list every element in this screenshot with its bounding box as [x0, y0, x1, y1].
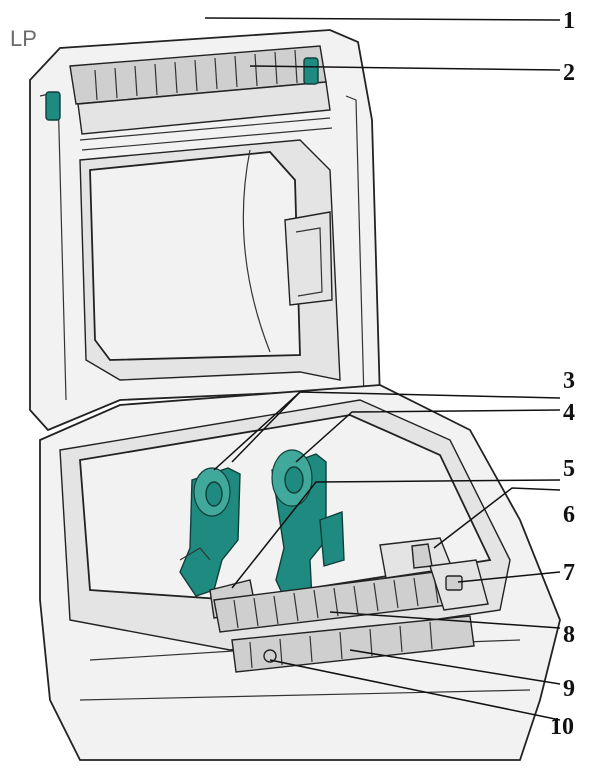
pointer-7: [457, 571, 561, 583]
callout-2: 2: [563, 60, 575, 86]
tear-bar: [231, 615, 475, 673]
callout-3: 3: [563, 368, 575, 394]
pointer-4: [295, 409, 561, 463]
callout-7: 7: [563, 560, 575, 586]
print-head-ribs: [94, 49, 298, 101]
pointer-9: [349, 649, 561, 685]
pointer-lines: [204, 17, 561, 721]
callout-8: 8: [563, 622, 575, 648]
pointer-1: [204, 17, 561, 21]
callout-6: 6: [563, 502, 575, 528]
callout-10: 10: [550, 714, 574, 740]
pointer-5: [231, 479, 561, 589]
pointer-10: [269, 659, 561, 721]
tear-bar-teeth: [249, 621, 433, 669]
callout-4: 4: [563, 400, 575, 426]
callout-9: 9: [563, 676, 575, 702]
media-holder-left: [179, 467, 241, 597]
callout-5: 5: [563, 456, 575, 482]
pointer-6: [433, 487, 561, 549]
pointer-8: [329, 611, 561, 629]
callout-1: 1: [563, 8, 575, 34]
black-mark-sensor: [263, 649, 277, 663]
pointer-3b: [213, 391, 301, 471]
pointer-2: [249, 65, 561, 71]
print-head: [45, 45, 333, 151]
brand-label: LP: [10, 26, 37, 51]
media-holder-right: [271, 449, 345, 607]
sensor-release: [429, 559, 489, 611]
